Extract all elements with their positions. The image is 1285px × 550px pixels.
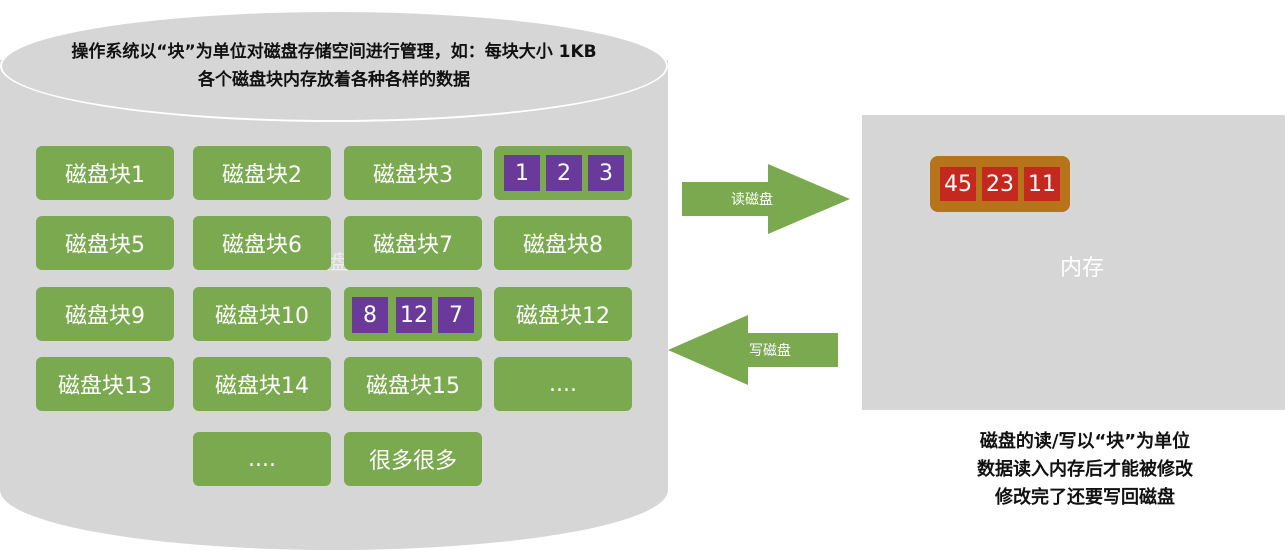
disk-block-13: 磁盘块13 bbox=[36, 357, 174, 411]
memory-label: 内存 bbox=[1059, 256, 1104, 281]
disk-block-4: 1 2 3 bbox=[494, 146, 632, 200]
disk-block-9: 磁盘块9 bbox=[36, 287, 174, 341]
note-text: 磁盘的读/写以“块”为单位 数据读入内存后才能被修改 修改完了还要写回磁盘 bbox=[900, 428, 1270, 512]
memory-block: 45 23 11 bbox=[930, 156, 1070, 212]
disk-block-8: 磁盘块8 bbox=[494, 216, 632, 270]
disk-block-6: 磁盘块6 bbox=[193, 216, 331, 270]
disk-block-2: 磁盘块2 bbox=[193, 146, 331, 200]
disk-block-10: 磁盘块10 bbox=[193, 287, 331, 341]
block4-value-3: 3 bbox=[588, 155, 624, 191]
write-arrow-icon bbox=[668, 315, 838, 385]
disk-cylinder-body bbox=[0, 60, 668, 490]
note-line3: 修改完了还要写回磁盘 bbox=[995, 487, 1175, 508]
disk-caption: 操作系统以“块”为单位对磁盘存储空间进行管理，如：每块大小 1KB 各个磁盘块内… bbox=[0, 38, 668, 94]
disk-block-ellipsis-2: .... bbox=[193, 432, 331, 486]
disk-block-14: 磁盘块14 bbox=[193, 357, 331, 411]
disk-block-many: 很多很多 bbox=[344, 432, 482, 486]
write-arrow-label: 写磁盘 bbox=[749, 343, 791, 359]
disk-caption-line1: 操作系统以“块”为单位对磁盘存储空间进行管理，如：每块大小 1KB bbox=[71, 42, 597, 62]
block4-value-2: 2 bbox=[546, 155, 582, 191]
disk-block-ellipsis-1: .... bbox=[494, 357, 632, 411]
disk-block-11: 8 12 7 bbox=[344, 287, 482, 341]
disk-block-12: 磁盘块12 bbox=[494, 287, 632, 341]
block4-value-1: 1 bbox=[504, 155, 540, 191]
read-arrow-label: 读磁盘 bbox=[731, 192, 773, 208]
memory-value-3: 11 bbox=[1024, 167, 1060, 201]
block11-value-2: 12 bbox=[396, 297, 432, 333]
disk-block-1: 磁盘块1 bbox=[36, 146, 174, 200]
block11-value-1: 8 bbox=[352, 297, 388, 333]
note-line2: 数据读入内存后才能被修改 bbox=[977, 459, 1193, 480]
disk-cylinder-top bbox=[0, 10, 668, 122]
block11-value-3: 7 bbox=[438, 297, 474, 333]
disk-caption-line2: 各个磁盘块内存放着各种各样的数据 bbox=[198, 70, 470, 90]
disk-block-3: 磁盘块3 bbox=[344, 146, 482, 200]
read-arrow-icon bbox=[682, 164, 850, 234]
disk-block-15: 磁盘块15 bbox=[344, 357, 482, 411]
memory-value-1: 45 bbox=[940, 167, 976, 201]
disk-block-7: 磁盘块7 bbox=[344, 216, 482, 270]
note-line1: 磁盘的读/写以“块”为单位 bbox=[979, 431, 1191, 452]
memory-value-2: 23 bbox=[982, 167, 1018, 201]
disk-block-5: 磁盘块5 bbox=[36, 216, 174, 270]
